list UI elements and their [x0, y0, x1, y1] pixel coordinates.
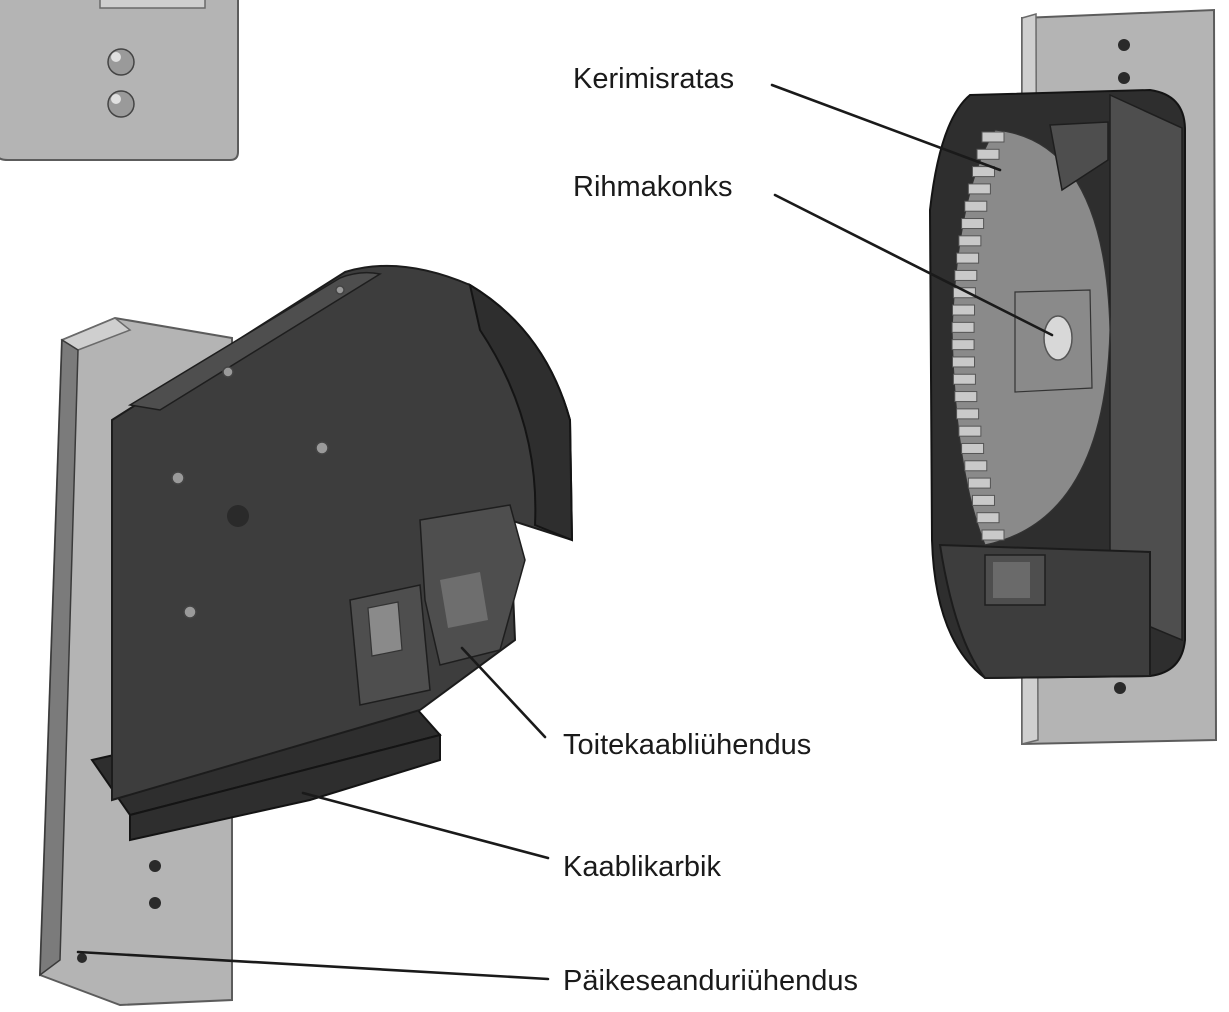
- wheel-tooth: [967, 183, 991, 195]
- label-belt-hook: Rihmakonks: [573, 171, 733, 203]
- label-winding-wheel: Kerimisratas: [573, 63, 734, 95]
- wheel-tooth: [961, 442, 985, 454]
- wheel-tooth: [952, 287, 976, 299]
- wheel-tooth: [981, 529, 1005, 541]
- wheel-tooth: [961, 218, 985, 230]
- leader-power-cable-connection: [460, 646, 547, 739]
- leader-belt-hook: [773, 193, 1054, 337]
- wheel-tooth: [952, 373, 976, 385]
- wheel-tooth: [952, 304, 976, 316]
- leader-winding-wheel: [770, 83, 1002, 172]
- wheel-tooth: [976, 512, 1000, 524]
- wheel-tooth: [954, 269, 978, 281]
- wheel-tooth: [964, 200, 988, 212]
- wheel-tooth: [951, 339, 975, 351]
- wheel-tooth: [971, 494, 995, 506]
- wheel-tooth: [967, 477, 991, 489]
- callout-labels: Kerimisratas Rihmakonks Toitekaabliühend…: [563, 63, 858, 997]
- wheel-tooth: [971, 166, 995, 178]
- wheel-tooth: [964, 460, 988, 472]
- wheel-tooth: [958, 425, 982, 437]
- wheel-tooth: [958, 235, 982, 247]
- wheel-tooth: [976, 148, 1000, 160]
- label-sun-sensor-connection: Päikeseanduriühendus: [563, 965, 858, 997]
- label-cable-box: Kaablikarbik: [563, 851, 721, 883]
- wheel-tooth: [952, 356, 976, 368]
- wheel-teeth: [951, 131, 1005, 541]
- partial-mounting-plate: [0, 0, 239, 161]
- wheel-tooth: [956, 408, 980, 420]
- leader-sun-sensor-connection: [76, 950, 550, 981]
- wheel-tooth: [981, 131, 1005, 143]
- wheel-tooth: [954, 391, 978, 403]
- leader-cable-box: [301, 791, 550, 860]
- leader-lines: [76, 83, 1054, 981]
- label-power-cable-connection: Toitekaabliühendus: [563, 729, 811, 761]
- wheel-tooth: [951, 321, 975, 333]
- wheel-tooth: [956, 252, 980, 264]
- right-winder-unit: [928, 8, 1218, 746]
- left-winder-unit: [38, 264, 574, 1007]
